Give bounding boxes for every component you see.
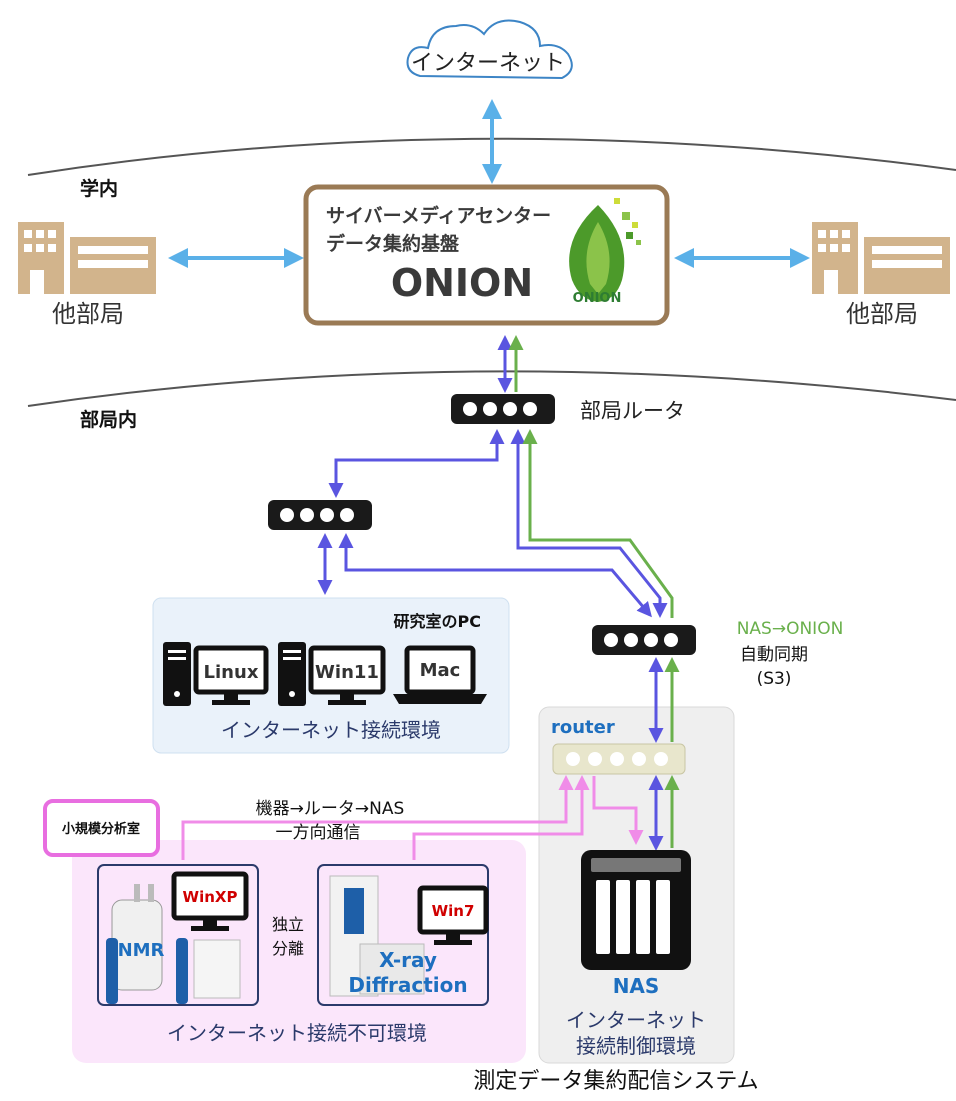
right-building-icon — [812, 222, 950, 294]
isolation-line1: 独立 — [272, 915, 304, 934]
department-zone-label: 部局内 — [80, 408, 137, 431]
onion-logo-icon — [569, 198, 641, 302]
onion-name: ONION — [391, 261, 533, 305]
lab-pc-title: 研究室のPC — [394, 612, 481, 631]
system-name-label: 測定データ集約配信システム — [473, 1069, 758, 1094]
dept-router-label: 部局ルータ — [580, 399, 685, 423]
nas-server-icon — [581, 850, 691, 970]
left-other-dept-label: 他部局 — [52, 300, 124, 328]
win11-pc-icon — [278, 642, 386, 706]
nasswitch-router-green-link — [522, 429, 674, 618]
onion-logo-text: ONION — [573, 291, 622, 306]
oneway-line2: 一方向通信 — [276, 823, 361, 843]
sync-line1: NAS→ONION — [737, 619, 844, 639]
zonerouter-nas-pink — [592, 776, 644, 845]
xrd-label2: Diffraction — [348, 973, 467, 997]
router-labswitch-link — [328, 429, 505, 498]
campus-zone-label: 学内 — [80, 177, 118, 200]
win7-monitor-icon — [417, 885, 489, 945]
mac-laptop-icon — [393, 645, 487, 704]
small-lab-tag: 小規模分析室 — [62, 821, 140, 837]
xrd-label1: X-ray — [379, 948, 437, 972]
nas-env-line1: インターネット — [566, 1008, 706, 1032]
nas-switch-icon — [592, 625, 696, 655]
mac-label: Mac — [420, 660, 461, 681]
right-other-dept-label: 他部局 — [846, 300, 918, 328]
zone-router-icon — [552, 743, 686, 775]
no-internet-env-label: インターネット接続不可環境 — [167, 1021, 427, 1045]
internet-label: インターネット — [411, 51, 565, 76]
zone-router-label: router — [551, 717, 615, 738]
win11-label: Win11 — [315, 662, 379, 683]
oneway-line1: 機器→ルータ→NAS — [256, 799, 405, 819]
nmr-router-pink-link — [181, 775, 574, 860]
xrd-router-pink-link — [412, 775, 590, 860]
xrd-instrument-icon — [329, 875, 425, 997]
nas-env-line2: 接続制御環境 — [576, 1034, 696, 1058]
lab-env-label: インターネット接続環境 — [221, 718, 441, 742]
nmr-label: NMR — [118, 940, 165, 961]
router-nasswitch-purple-link — [510, 429, 668, 618]
nas-label: NAS — [613, 974, 660, 998]
nmr-magnet-icon — [106, 884, 241, 1004]
linux-pc-icon — [163, 642, 269, 706]
dept-router-icon — [451, 394, 555, 424]
sync-line2: 自動同期 — [740, 645, 808, 665]
win7-label: Win7 — [432, 902, 475, 920]
department-boundary-arc — [27, 370, 956, 407]
isolation-line2: 分離 — [272, 939, 304, 958]
winxp-monitor-icon — [171, 871, 249, 931]
onion-line2: データ集約基盤 — [326, 232, 460, 255]
cloud-icon — [406, 19, 573, 80]
small-lab-tag-box — [43, 799, 160, 857]
left-building-icon — [18, 222, 156, 294]
sync-line3: (S3) — [757, 669, 792, 689]
winxp-label: WinXP — [183, 888, 238, 906]
linux-label: Linux — [204, 662, 259, 683]
lab-switch-icon — [268, 500, 372, 530]
onion-line1: サイバーメディアセンター — [326, 204, 551, 227]
